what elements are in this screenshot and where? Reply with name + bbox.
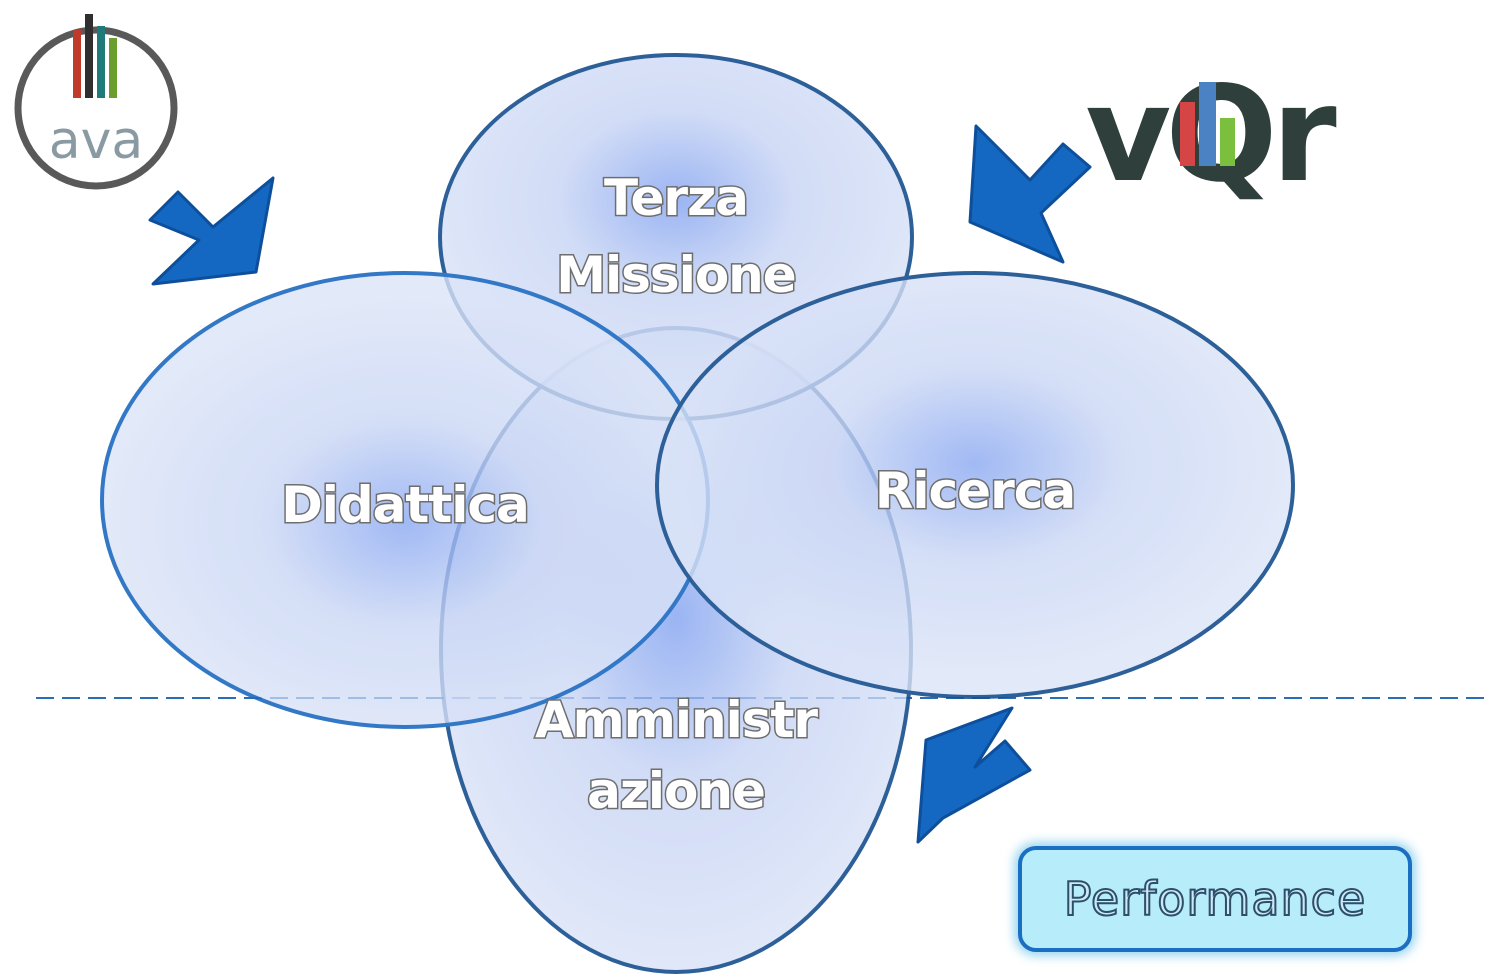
- ava-logo-text: ava: [49, 111, 144, 171]
- performance-label: Performance: [1063, 871, 1367, 927]
- label-terza-line2: Missione: [556, 246, 795, 304]
- label-terza-line1: Terza: [604, 169, 748, 227]
- ellipse-ricerca: [655, 271, 1295, 699]
- label-didattica: Didattica: [281, 476, 529, 534]
- arrow-performance: [916, 706, 1032, 844]
- label-ricerca: Ricerca: [875, 462, 1075, 520]
- vqr-logo-icon: vQr: [1085, 58, 1342, 212]
- label-amministrazione-line1: Amministr: [535, 691, 818, 749]
- performance-box: Performance: [1018, 846, 1412, 952]
- label-amministrazione-line2: azione: [587, 762, 765, 820]
- arrow-vqr: [968, 124, 1092, 264]
- ava-logo-icon: ava: [14, 14, 178, 190]
- arrow-ava: [148, 176, 275, 286]
